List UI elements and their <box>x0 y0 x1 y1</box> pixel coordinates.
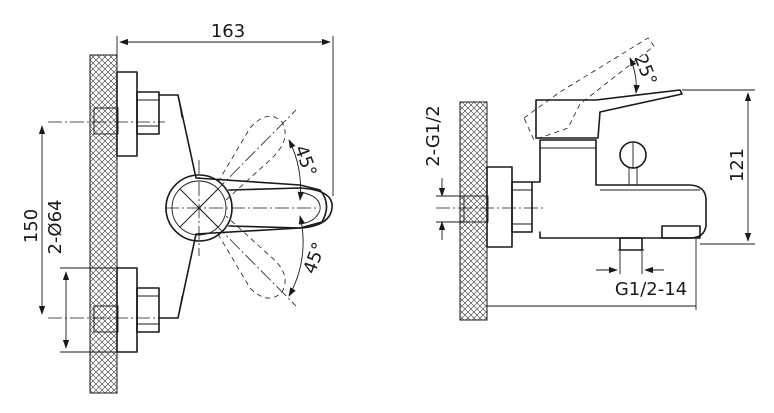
side-body <box>531 139 707 239</box>
side-lever <box>535 89 683 139</box>
front-height-label: 150 <box>21 209 42 243</box>
front-view: 163 150 2-Ø64 45° 45° <box>21 21 334 394</box>
upper-inlet <box>93 71 160 157</box>
front-angle-lower-label: 45° <box>300 240 331 277</box>
side-outlet-thread-label: G1/2-14 <box>615 279 687 300</box>
wall-hatch <box>89 54 118 394</box>
side-height-label: 121 <box>727 148 748 182</box>
side-inlet-thread-label: 2-G1/2 <box>423 105 444 167</box>
lower-inlet <box>93 267 160 353</box>
side-inlet <box>463 166 533 248</box>
handle-center <box>228 187 333 229</box>
side-lever-angle-label: 25° <box>629 51 660 88</box>
diverter-knob <box>619 141 647 185</box>
front-inlet-label: 2-Ø64 <box>45 199 66 254</box>
side-lever-rotated <box>523 37 655 141</box>
front-angle-upper-label: 45° <box>290 143 321 180</box>
handle-rotated-down <box>217 215 286 299</box>
handle-rotated-up <box>217 115 286 201</box>
side-view: 2-G1/2 121 25° G1/2-14 <box>423 37 755 321</box>
front-width-label: 163 <box>211 21 245 42</box>
mixer-body <box>158 94 328 319</box>
